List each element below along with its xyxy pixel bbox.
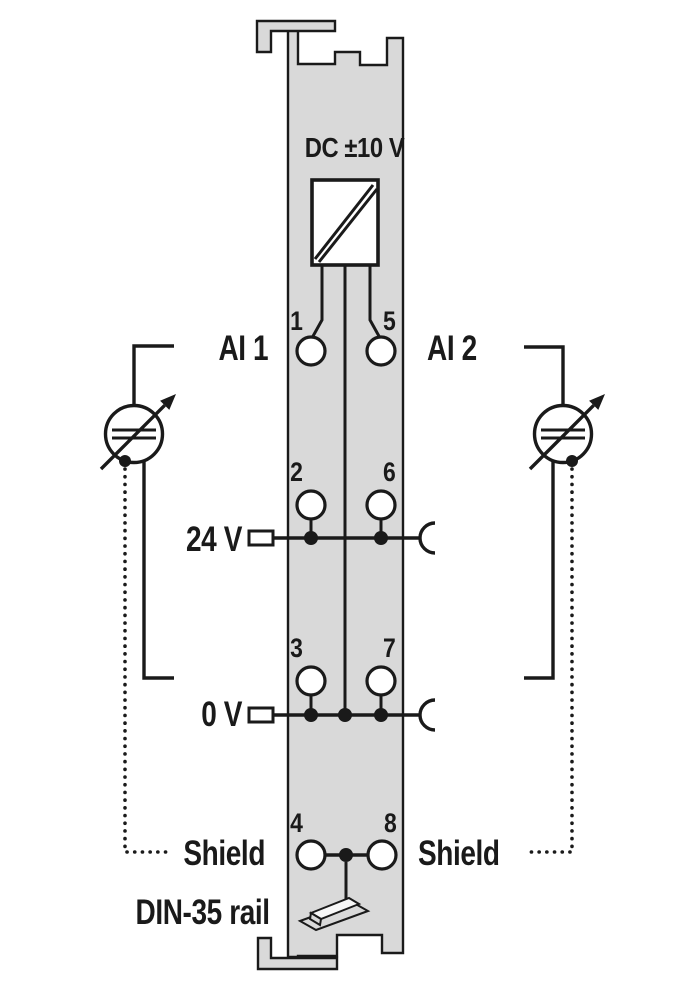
internal-wiring — [309, 265, 383, 715]
terminal-1 — [295, 335, 327, 367]
mounting-foot-bottom — [256, 936, 339, 971]
terminal-number-8: 8 — [384, 808, 397, 838]
terminal-6 — [365, 489, 397, 521]
socket-arc-24v-icon — [418, 521, 436, 555]
bus-24v — [247, 521, 436, 555]
shield-bus — [325, 848, 368, 902]
terminal-3 — [295, 665, 327, 697]
terminal-2 — [295, 489, 327, 521]
power-connector-0v-icon — [247, 706, 275, 724]
power-label-0v: 0 V — [201, 695, 242, 734]
power-label-24v: 24 V — [186, 520, 242, 559]
terminal-4 — [295, 839, 327, 871]
bus-0v — [247, 698, 436, 732]
channel-label-ai1: AI 1 — [218, 329, 268, 368]
terminal-number-4: 4 — [290, 808, 304, 838]
converter-icon — [310, 178, 380, 267]
terminal-number-2: 2 — [290, 457, 304, 487]
terminal-contacts — [295, 335, 398, 871]
variable-source-right-icon — [524, 345, 605, 854]
shield-label-right: Shield — [418, 834, 500, 873]
terminal-7 — [365, 665, 397, 697]
shield-dotted-right — [524, 467, 574, 854]
shield-dotted-left — [123, 467, 174, 854]
terminal-number-5: 5 — [383, 306, 396, 336]
wire-converter-to-t1 — [310, 265, 324, 339]
module-rating-title: DC ±10 V — [304, 132, 405, 163]
mounting-hook-top — [255, 19, 337, 54]
channel-label-ai2: AI 2 — [427, 329, 477, 368]
power-connector-24v-icon — [247, 529, 275, 547]
terminal-5 — [365, 335, 397, 367]
din-rail-label: DIN-35 rail — [135, 893, 270, 932]
terminal-number-3: 3 — [290, 633, 304, 663]
terminal-number-6: 6 — [383, 457, 396, 487]
wire-converter-to-t5 — [368, 265, 382, 339]
terminal-number-1: 1 — [290, 306, 304, 336]
socket-arc-0v-icon — [418, 698, 436, 732]
terminal-number-7: 7 — [383, 633, 396, 663]
shield-label-left: Shield — [183, 834, 265, 873]
din-rail-icon — [297, 896, 371, 932]
variable-source-left-icon — [99, 344, 176, 854]
terminal-8 — [366, 839, 398, 871]
